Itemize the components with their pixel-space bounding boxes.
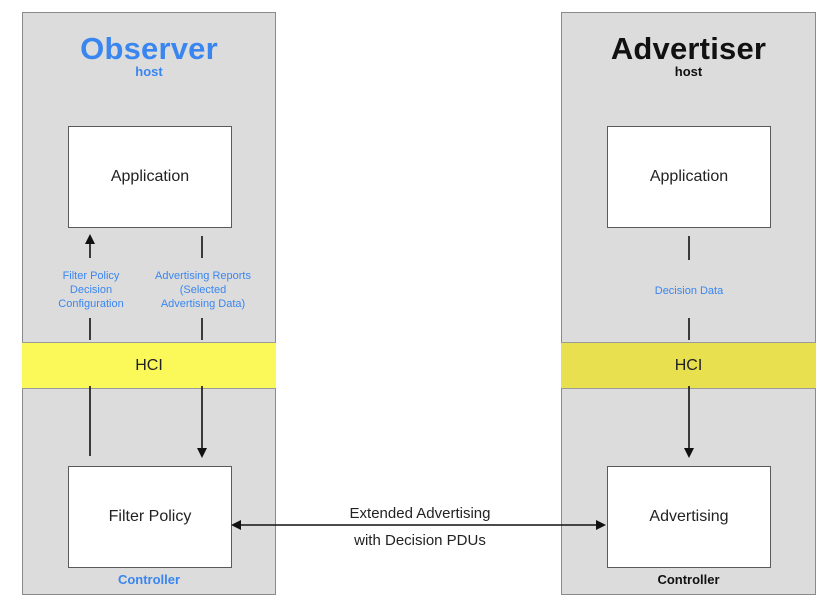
observer-hci-label: HCI — [135, 356, 163, 374]
filter-policy-config-label: Filter Policy Decision Configuration — [45, 269, 137, 311]
advertising-reports-label: Advertising Reports (Selected Advertisin… — [145, 269, 261, 311]
advertiser-host-panel: Advertiser host Application Decision Dat… — [561, 12, 816, 595]
advertiser-title: Advertiser — [610, 31, 767, 66]
advertiser-hci-label: HCI — [674, 356, 703, 374]
observer-subtitle: host — [135, 64, 163, 79]
advertiser-subtitle: host — [674, 64, 703, 79]
advertiser-application-label: Application — [649, 168, 729, 185]
extended-advertising-label-line-2: with Decision PDUs — [354, 532, 486, 549]
advertising-label: Advertising — [649, 508, 729, 525]
filter-policy-config-line-2: Decision — [69, 284, 113, 296]
advertising-box: Advertising — [607, 466, 771, 568]
advertising-reports-line-3: Advertising Data) — [160, 298, 246, 310]
filter-policy-config-line-1: Filter Policy — [62, 270, 120, 282]
observer-application-label: Application — [110, 168, 190, 185]
observer-controller-label: Controller — [117, 572, 181, 587]
extended-advertising-label-line-1: Extended Advertising — [349, 505, 491, 522]
observer-host-panel: Observer host Application Filter Policy … — [22, 12, 276, 595]
advertiser-controller-label: Controller — [657, 572, 720, 587]
observer-title: Observer — [80, 31, 218, 66]
advertising-reports-line-2: (Selected — [179, 284, 227, 296]
decision-data-label: Decision Data — [654, 285, 724, 297]
filter-policy-config-line-3: Configuration — [58, 298, 124, 310]
observer-hci-band: HCI — [22, 342, 276, 389]
advertising-reports-line-1: Advertising Reports — [155, 270, 251, 282]
observer-application-box: Application — [68, 126, 232, 228]
filter-policy-box: Filter Policy — [68, 466, 232, 568]
filter-policy-label: Filter Policy — [108, 508, 192, 525]
advertiser-application-box: Application — [607, 126, 771, 228]
